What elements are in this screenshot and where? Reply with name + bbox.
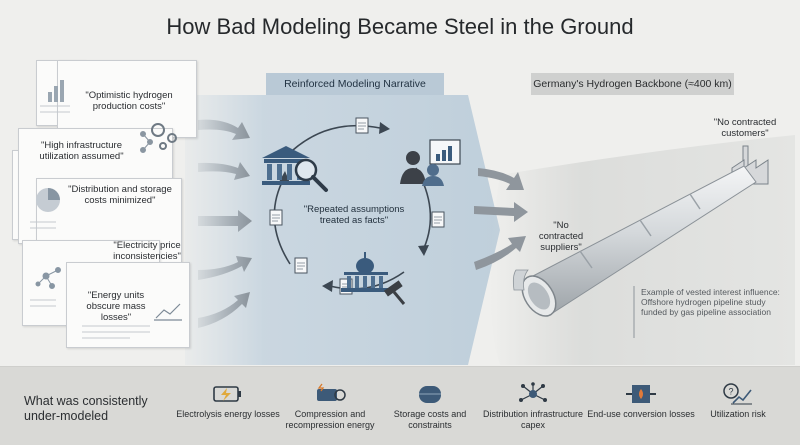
document-graphics [30,80,182,339]
narrative-label: Reinforced Modeling Narrative [266,73,444,95]
document-quote: "Electricity price inconsistencies" [113,240,181,262]
document-page [66,262,190,348]
item-label: Utilization risk [710,409,766,419]
narrative-band [185,95,500,365]
storage-tank-icon [419,386,441,403]
item-label: Storage costs and constraints [393,409,467,430]
under-modeled-item: ? Utilization risk [683,382,793,420]
under-modeled-item: Compression and recompression energy [275,382,385,431]
battery-lightning-icon [213,386,241,402]
svg-text:?: ? [728,387,733,397]
item-label: Compression and recompression energy [285,409,375,430]
trend-chart-icon [154,303,182,321]
diagram-canvas [185,95,795,365]
compressor-icon [317,383,346,401]
backbone-label: Germany's Hydrogen Backbone (≈400 km) [531,73,734,95]
molecule-icon [140,131,153,153]
bank-magnifier-icon [262,146,328,192]
heat-exchanger-icon [626,385,656,403]
under-modeled-title: What was consistently under-modeled [24,394,148,423]
bar-chart-icon [48,80,64,102]
page-title: How Bad Modeling Became Steel in the Gro… [166,14,634,39]
under-modeled-item: Distribution infrastructure capex [478,382,588,431]
pie-chart-icon [36,188,60,212]
under-modeled-band [0,366,800,445]
suppliers-callout: "No contracted suppliers" [538,220,584,253]
document-quote: "Energy units obscure mass losses" [86,290,146,323]
document-quote: "High infrastructure utilization assumed… [39,140,124,162]
network-icon [519,382,547,402]
loop-arrowheads [279,122,429,292]
under-modeled-item: End-use conversion losses [586,382,696,420]
under-modeled-item: Storage costs and constraints [375,382,485,431]
outflow-arrows [474,168,528,270]
pipeline [512,165,757,317]
inflow-arrows [198,119,252,328]
network-icon [35,267,61,289]
item-label: Electrolysis energy losses [176,409,280,419]
vested-interest-note: Example of vested interest influence: Of… [641,287,780,317]
document-quote: "Distribution and storage costs minimize… [68,184,172,206]
capitol-gavel-icon [341,252,406,305]
item-label: End-use conversion losses [587,409,695,419]
document-quote: "Optimistic hydrogen production costs" [85,90,173,112]
presenters-icon [400,139,461,186]
gears-icon [151,123,177,150]
customers-callout: "No contracted customers" [713,117,777,139]
loop-caption: "Repeated assumptions treated as facts" [303,204,405,226]
under-modeled-item: Electrolysis energy losses [173,382,283,420]
question-chart-icon: ? [723,383,752,405]
document-page [57,60,197,138]
item-label: Distribution infrastructure capex [482,409,584,430]
